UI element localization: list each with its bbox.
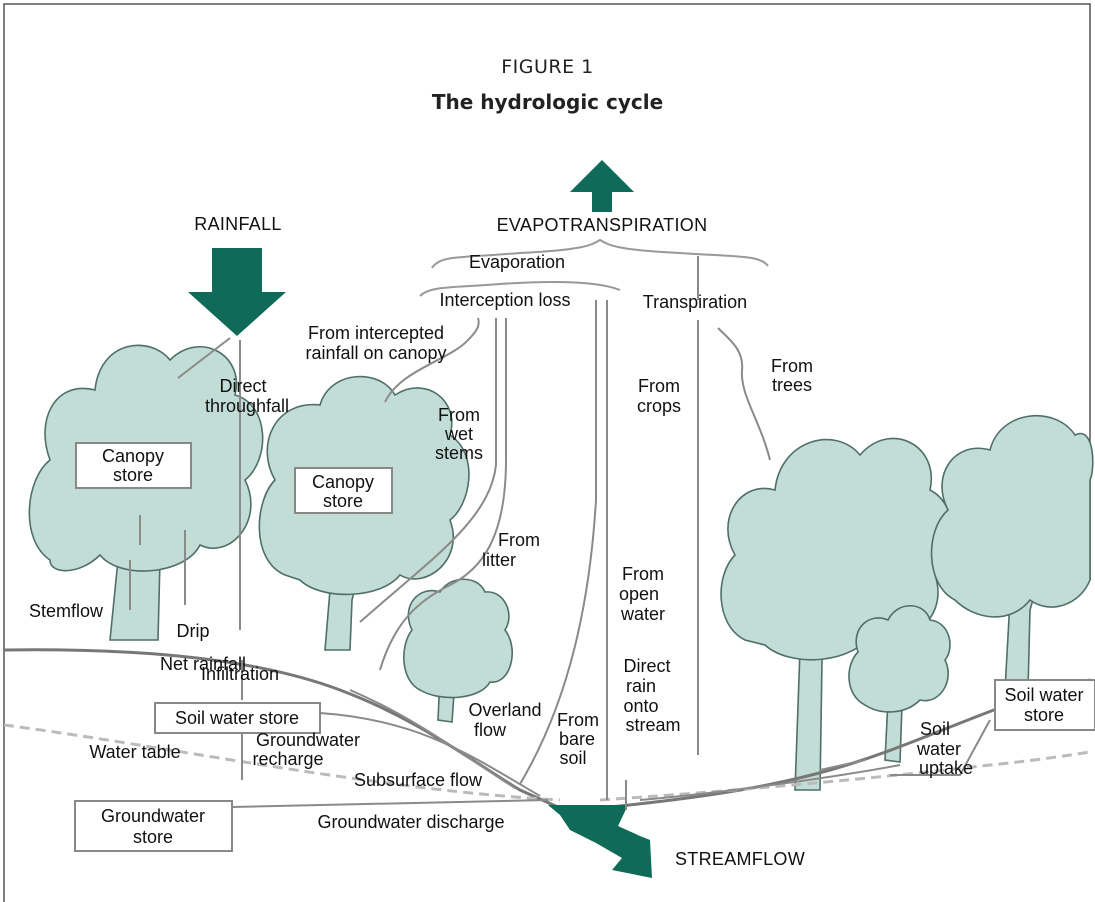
tree-small-right: [848, 605, 951, 763]
water-table-line-right: [599, 750, 1091, 802]
label-from-bare-soil: From: [557, 710, 599, 730]
water-table-line: [3, 723, 561, 802]
label-overland-flow-2: flow: [474, 720, 507, 740]
label-groundwater-store-2: store: [133, 827, 173, 847]
label-from-litter-2: litter: [482, 550, 516, 570]
label-from-trees: From: [771, 356, 813, 376]
label-overland-flow: Overland: [468, 700, 541, 720]
soil-water-store-box: [154, 702, 321, 734]
label-direct-rain-4: stream: [625, 715, 680, 735]
label-groundwater-discharge: Groundwater discharge: [317, 812, 504, 832]
label-groundwater-store: Groundwater: [101, 806, 205, 826]
label-from-litter: From: [498, 530, 540, 550]
figure-number: FIGURE 1: [501, 56, 594, 78]
label-from-open-water-3: water: [620, 604, 665, 624]
label-soil-water-store: Soil water store: [175, 708, 299, 728]
label-direct-throughfall: Direct: [219, 376, 266, 396]
label-from-wet-stems-2: wet: [444, 424, 473, 444]
label-canopy-store-middle-2: store: [323, 491, 363, 511]
label-evapotranspiration: EVAPOTRANSPIRATION: [497, 215, 708, 235]
evapotranspiration-brace: [431, 238, 769, 269]
label-net-rainfall: Net rainfall: [160, 654, 246, 674]
label-stemflow: Stemflow: [29, 601, 104, 621]
label-groundwater-recharge: Groundwater: [256, 730, 360, 750]
label-soil-water-uptake: Soil: [920, 719, 950, 739]
storage-boxes: [74, 442, 1095, 852]
label-from-open-water: From: [622, 564, 664, 584]
labels: RAINFALL EVAPOTRANSPIRATION Evaporation …: [29, 214, 1084, 869]
label-direct-throughfall-2: throughfall: [205, 396, 289, 416]
evaporation-brace: [419, 281, 621, 297]
label-direct-rain-3: onto: [623, 696, 658, 716]
label-from-wet-stems: From: [438, 405, 480, 425]
label-direct-rain-2: rain: [626, 676, 656, 696]
label-water-table: Water table: [89, 742, 180, 762]
groundwater-store-box: [74, 800, 233, 852]
label-from-crops: From: [638, 376, 680, 396]
label-transpiration: Transpiration: [643, 292, 747, 312]
label-canopy-store-middle: Canopy: [312, 472, 374, 492]
label-interception-loss: Interception loss: [439, 290, 570, 310]
label-subsurface-flow: Subsurface flow: [354, 770, 483, 790]
label-from-open-water-2: open: [619, 584, 659, 604]
figure-frame: [3, 3, 1091, 902]
label-infiltration: Infiltration: [201, 664, 279, 684]
streamflow-arrow: [548, 805, 652, 878]
label-canopy-store-left-2: store: [113, 465, 153, 485]
canopy-store-box-left: [75, 442, 192, 489]
label-from-bare-soil-3: soil: [559, 748, 586, 768]
label-canopy-store-left: Canopy: [102, 446, 164, 466]
label-evaporation: Evaporation: [469, 252, 565, 272]
label-streamflow: STREAMFLOW: [675, 849, 805, 869]
rainfall-arrow: [188, 248, 286, 336]
label-from-intercepted: From intercepted: [308, 323, 444, 343]
label-soil-water-uptake-2: water: [916, 739, 961, 759]
figure-title: The hydrologic cycle: [431, 90, 664, 114]
label-from-wet-stems-3: stems: [435, 443, 483, 463]
label-from-intercepted-2: rainfall on canopy: [305, 343, 446, 363]
ground-surface: [3, 648, 1091, 810]
tree-right-large: [720, 437, 954, 791]
label-soil-water-store-right-2: store: [1024, 705, 1064, 725]
canopy-store-box-middle: [294, 467, 393, 514]
soil-water-store-box-right: [994, 679, 1095, 731]
label-from-crops-2: crops: [637, 396, 681, 416]
tree-small-center: [403, 578, 513, 723]
label-rainfall: RAINFALL: [194, 214, 281, 234]
label-from-bare-soil-2: bare: [559, 729, 595, 749]
label-groundwater-recharge-2: recharge: [252, 749, 323, 769]
flow-lines: [129, 256, 991, 810]
label-soil-water-store-right: Soil water: [1004, 685, 1083, 705]
evapotranspiration-arrow: [570, 160, 634, 212]
tree-right-far: [930, 414, 1094, 691]
label-soil-water-uptake-3: uptake: [919, 758, 973, 778]
label-direct-rain: Direct: [623, 656, 670, 676]
label-drip: Drip: [176, 621, 209, 641]
label-from-trees-2: trees: [772, 375, 812, 395]
